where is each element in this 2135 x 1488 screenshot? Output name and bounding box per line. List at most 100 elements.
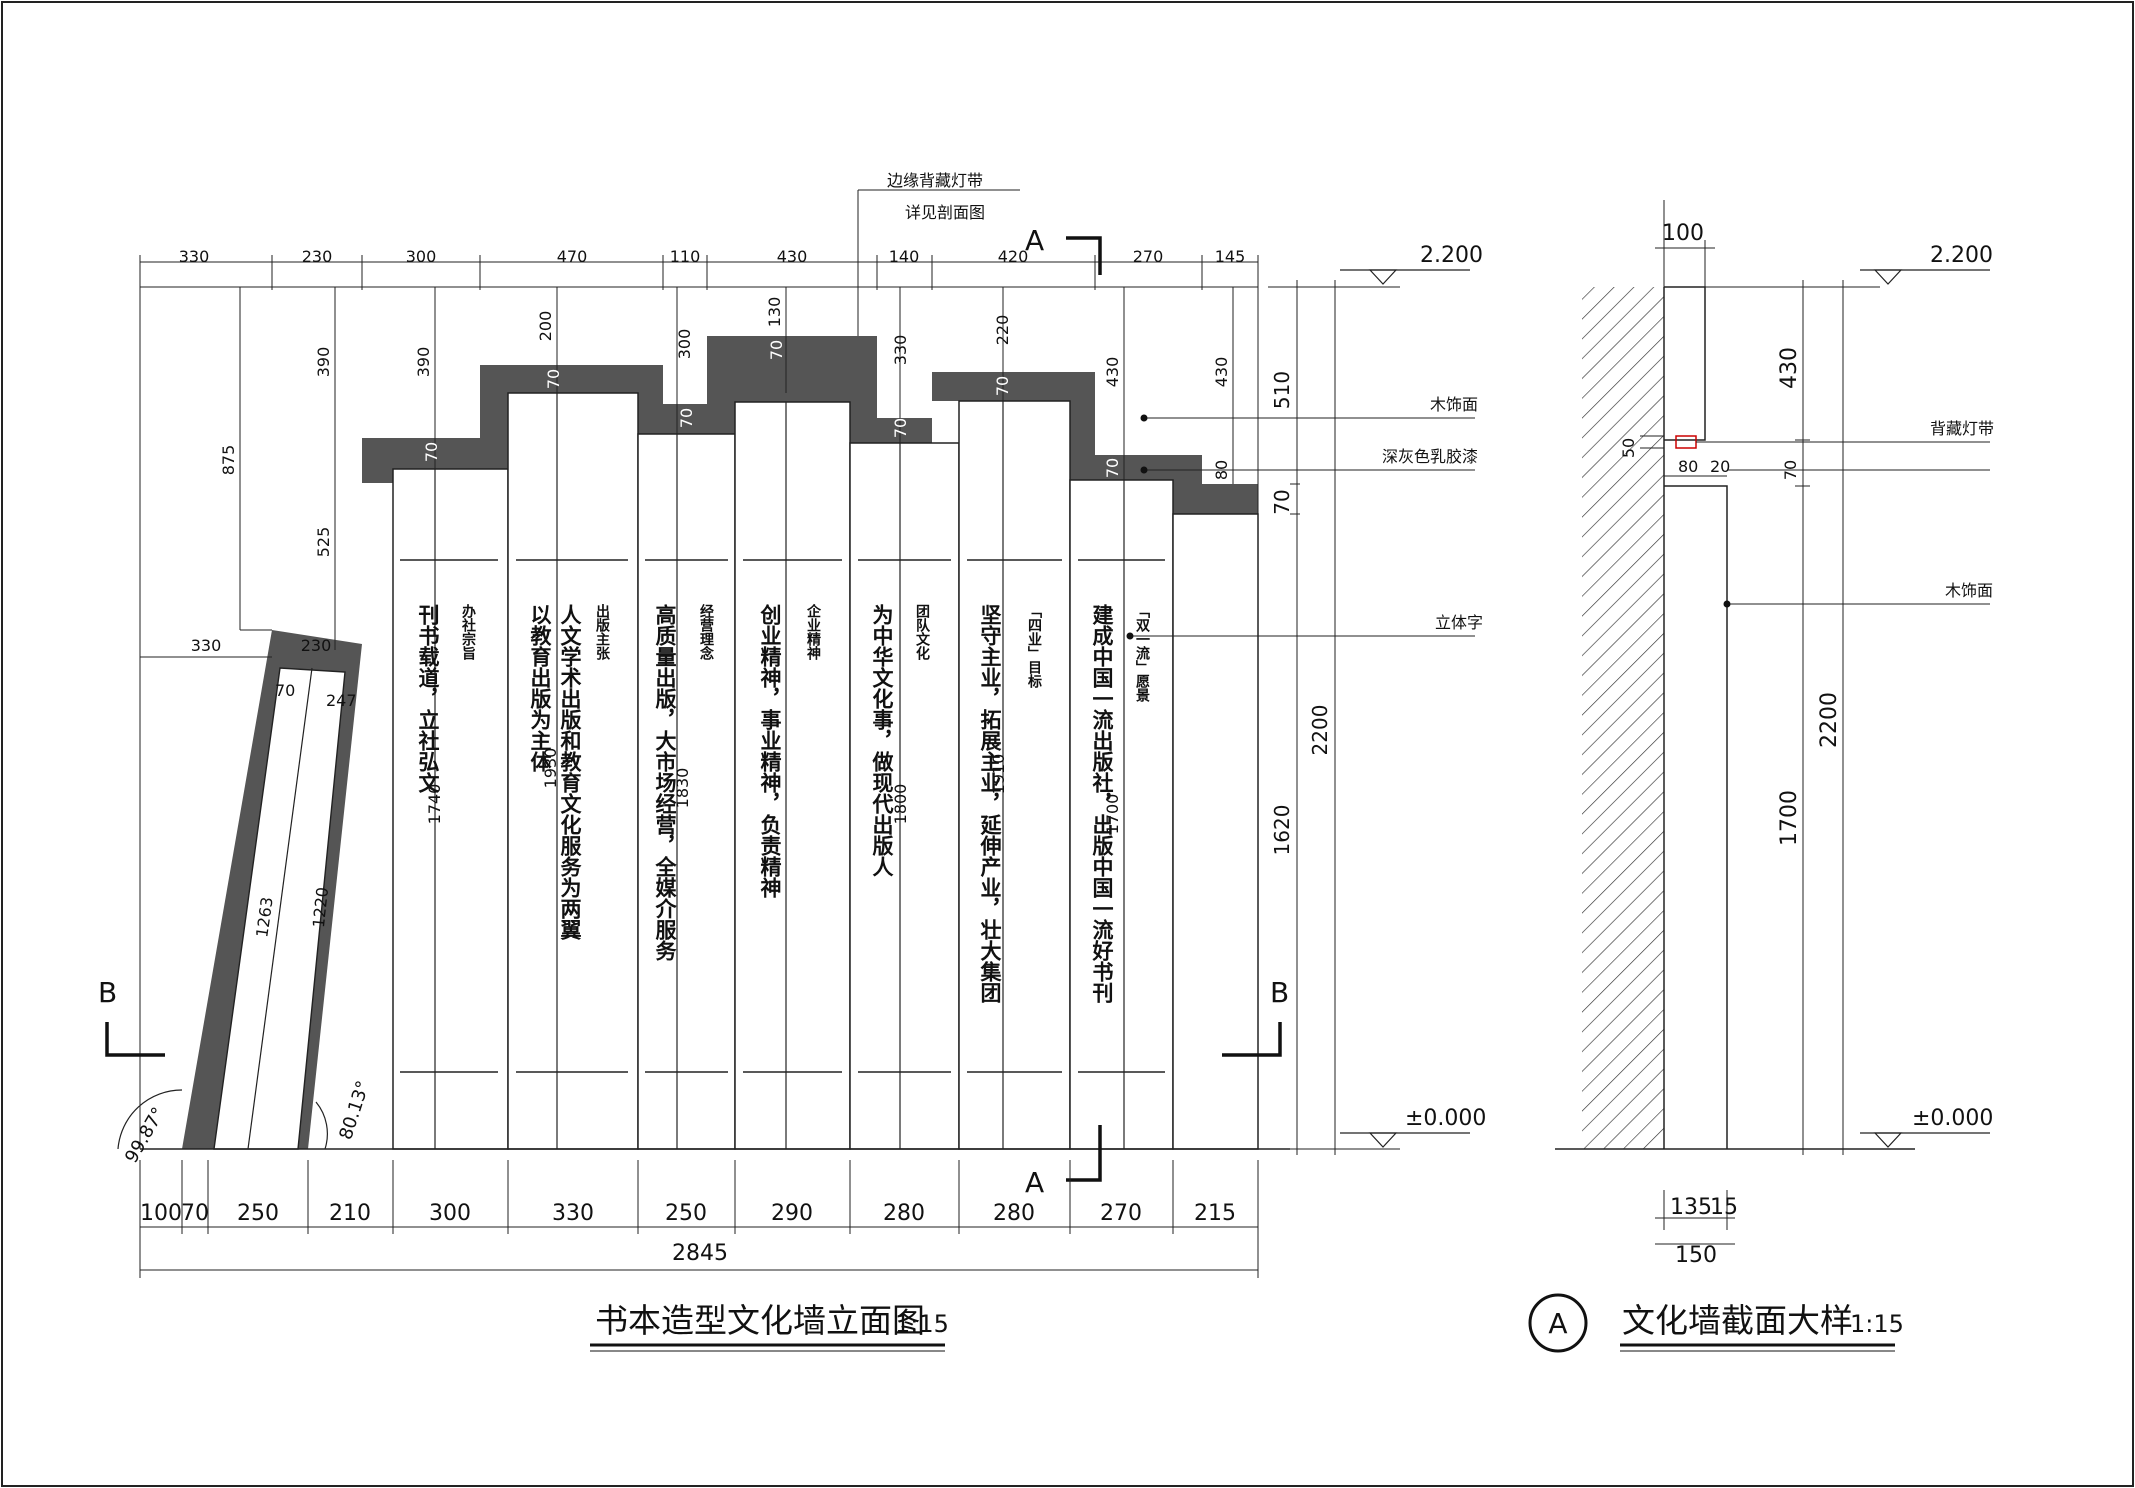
sec-dim-2200: 2200 xyxy=(1817,692,1842,748)
dim-label-875: 875 xyxy=(219,445,238,476)
note-see-section: 详见剖面图 xyxy=(905,203,985,222)
level-zero-label: ±0.000 xyxy=(1405,1106,1486,1131)
panel-upper xyxy=(1664,286,1706,441)
dim-label: 300 xyxy=(429,1201,471,1226)
dim-label: 470 xyxy=(557,247,588,266)
dim-label: 300 xyxy=(406,247,437,266)
dim-label-1700: 1700 xyxy=(1103,794,1122,835)
section-A-top: A xyxy=(1025,224,1044,257)
book-text-body: 为中华文化事，做现代出版人 xyxy=(870,604,895,877)
sec-dim-80: 80 xyxy=(1678,457,1698,476)
book-text-title: 企业精神 xyxy=(805,603,822,661)
dim-label: 250 xyxy=(665,1201,707,1226)
leader-dots xyxy=(1126,414,1148,640)
dim-label: 290 xyxy=(771,1201,813,1226)
dim-label: 270 xyxy=(1100,1201,1142,1226)
dim-label-130: 130 xyxy=(765,297,784,328)
sec-dim-430: 430 xyxy=(1777,347,1802,389)
dim-label: 210 xyxy=(329,1201,371,1226)
dim-label-390: 390 xyxy=(314,347,333,378)
dim-label: 250 xyxy=(237,1201,279,1226)
book-text-body: 建成中国一流出版社，出版中国一流好书刊 xyxy=(1090,603,1115,1004)
light-strip xyxy=(1675,435,1697,449)
dim-label-1740: 1740 xyxy=(425,784,444,825)
sec-dim-100: 100 xyxy=(1662,221,1704,246)
section-dim-lines xyxy=(1640,200,1990,1245)
dim-label: 330 xyxy=(552,1201,594,1226)
book-panels xyxy=(392,392,1259,1150)
dim-label: 430 xyxy=(777,247,808,266)
section-marker-circle xyxy=(1528,1293,1588,1353)
book-text-title: 「四业」目标 xyxy=(1026,604,1043,689)
dim-label-70: 70 xyxy=(767,340,786,360)
dim-label-1830: 1830 xyxy=(673,768,692,809)
dim-label-430a: 430 xyxy=(1103,357,1122,388)
dim-label-70-tilt: 70 xyxy=(275,681,295,700)
dim-label-70: 70 xyxy=(544,369,563,389)
leader-lines xyxy=(857,189,1475,637)
section-title: 文化墙截面大样 xyxy=(1622,1301,1853,1340)
sec-dim-135: 135 xyxy=(1670,1195,1712,1220)
dim-label-247: 247 xyxy=(326,691,357,710)
book-text-title: 办社宗旨 xyxy=(460,603,477,661)
book-text-body: 以教育出版为主体 xyxy=(528,604,552,772)
elevation-scale: 1:15 xyxy=(895,1310,949,1338)
section-level-top: 2.200 xyxy=(1930,243,1993,268)
level-markers xyxy=(1340,269,1470,1148)
dim-label: 420 xyxy=(998,247,1029,266)
sec-dim-150: 150 xyxy=(1675,1243,1717,1268)
dim-label-390b: 390 xyxy=(414,347,433,378)
wall-hatch xyxy=(1582,287,1664,1149)
section-detail: 100 430 70 50 80 20 2200 1700 135 15 150… xyxy=(1528,200,1994,1353)
top-dimension-labels: 330 230 300 470 110 430 140 420 270 145 xyxy=(179,247,1246,266)
dim-label: 140 xyxy=(889,247,920,266)
dim-label-70: 70 xyxy=(1103,458,1122,478)
section-level-markers xyxy=(1860,269,1990,1148)
dim-label-1910: 1910 xyxy=(989,754,1008,795)
dim-label-1620: 1620 xyxy=(1270,805,1294,856)
book-titles: 办社宗旨 刊书载道，立社弘文 出版主张 人文学术出版和教育文化服务为两翼 以教育… xyxy=(416,603,1150,1004)
dim-label-430b: 430 xyxy=(1212,357,1231,388)
note-3d-letters: 立体字 xyxy=(1435,613,1483,632)
section-B-left: B xyxy=(98,976,117,1009)
book-height-labels: 1740 1930 1830 1800 1910 1700 xyxy=(425,748,1122,835)
top-dimension-chain xyxy=(139,255,1259,1149)
elevation-drawing: 办社宗旨 刊书载道，立社弘文 出版主张 人文学术出版和教育文化服务为两翼 以教育… xyxy=(98,171,1486,1352)
note-edge-light: 边缘背藏灯带 xyxy=(887,171,983,190)
book-text-body: 高质量出版，大市场经营，全媒介服务 xyxy=(653,603,678,962)
book-text-body: 人文学术出版和教育文化服务为两翼 xyxy=(558,604,582,941)
right-dimension-chain xyxy=(1268,280,1400,1155)
right-dim-labels: 510 70 1620 2200 xyxy=(1270,371,1332,856)
dim-label-330b: 330 xyxy=(891,335,910,366)
section-level-zero: ±0.000 xyxy=(1912,1106,1993,1131)
bottom-dimension-labels: 100 70 250 210 300 330 250 290 280 280 2… xyxy=(140,1201,1236,1266)
dim-label-220: 220 xyxy=(993,315,1012,346)
dim-label-70: 70 xyxy=(993,376,1012,396)
dim-label-70: 70 xyxy=(422,442,441,462)
dim-label-230: 230 xyxy=(301,636,332,655)
book-text-title: 团队文化 xyxy=(914,604,930,661)
dim-label-525: 525 xyxy=(314,527,333,558)
note-wood-face: 木饰面 xyxy=(1430,395,1478,414)
dim-label: 110 xyxy=(670,247,701,266)
dim-label: 280 xyxy=(883,1201,925,1226)
sec-dim-20: 20 xyxy=(1710,457,1730,476)
sec-dim-70: 70 xyxy=(1781,460,1800,480)
dim-label-total: 2845 xyxy=(672,1241,728,1266)
dim-label-1220: 1220 xyxy=(309,886,332,928)
section-leader-dots xyxy=(1723,600,1731,608)
dim-label: 270 xyxy=(1133,247,1164,266)
dim-label-300: 300 xyxy=(675,329,694,360)
dim-label: 100 xyxy=(140,1201,182,1226)
angle-label-2: 80.13° xyxy=(335,1078,374,1142)
dim-label: 280 xyxy=(993,1201,1035,1226)
book-text-title: 「双一流」愿景 xyxy=(1134,604,1150,703)
dim-label: 70 xyxy=(181,1201,209,1226)
dim-label-70-right: 70 xyxy=(1270,489,1294,514)
inner-dim-labels: 875 390 525 330 230 390 200 300 130 330 … xyxy=(191,297,1231,655)
dim-label-200: 200 xyxy=(536,311,555,342)
book-spine-lines xyxy=(434,393,1125,1149)
bottom-dimension-chain xyxy=(139,1160,1259,1278)
angle-label-1: 99.87° xyxy=(121,1104,169,1167)
